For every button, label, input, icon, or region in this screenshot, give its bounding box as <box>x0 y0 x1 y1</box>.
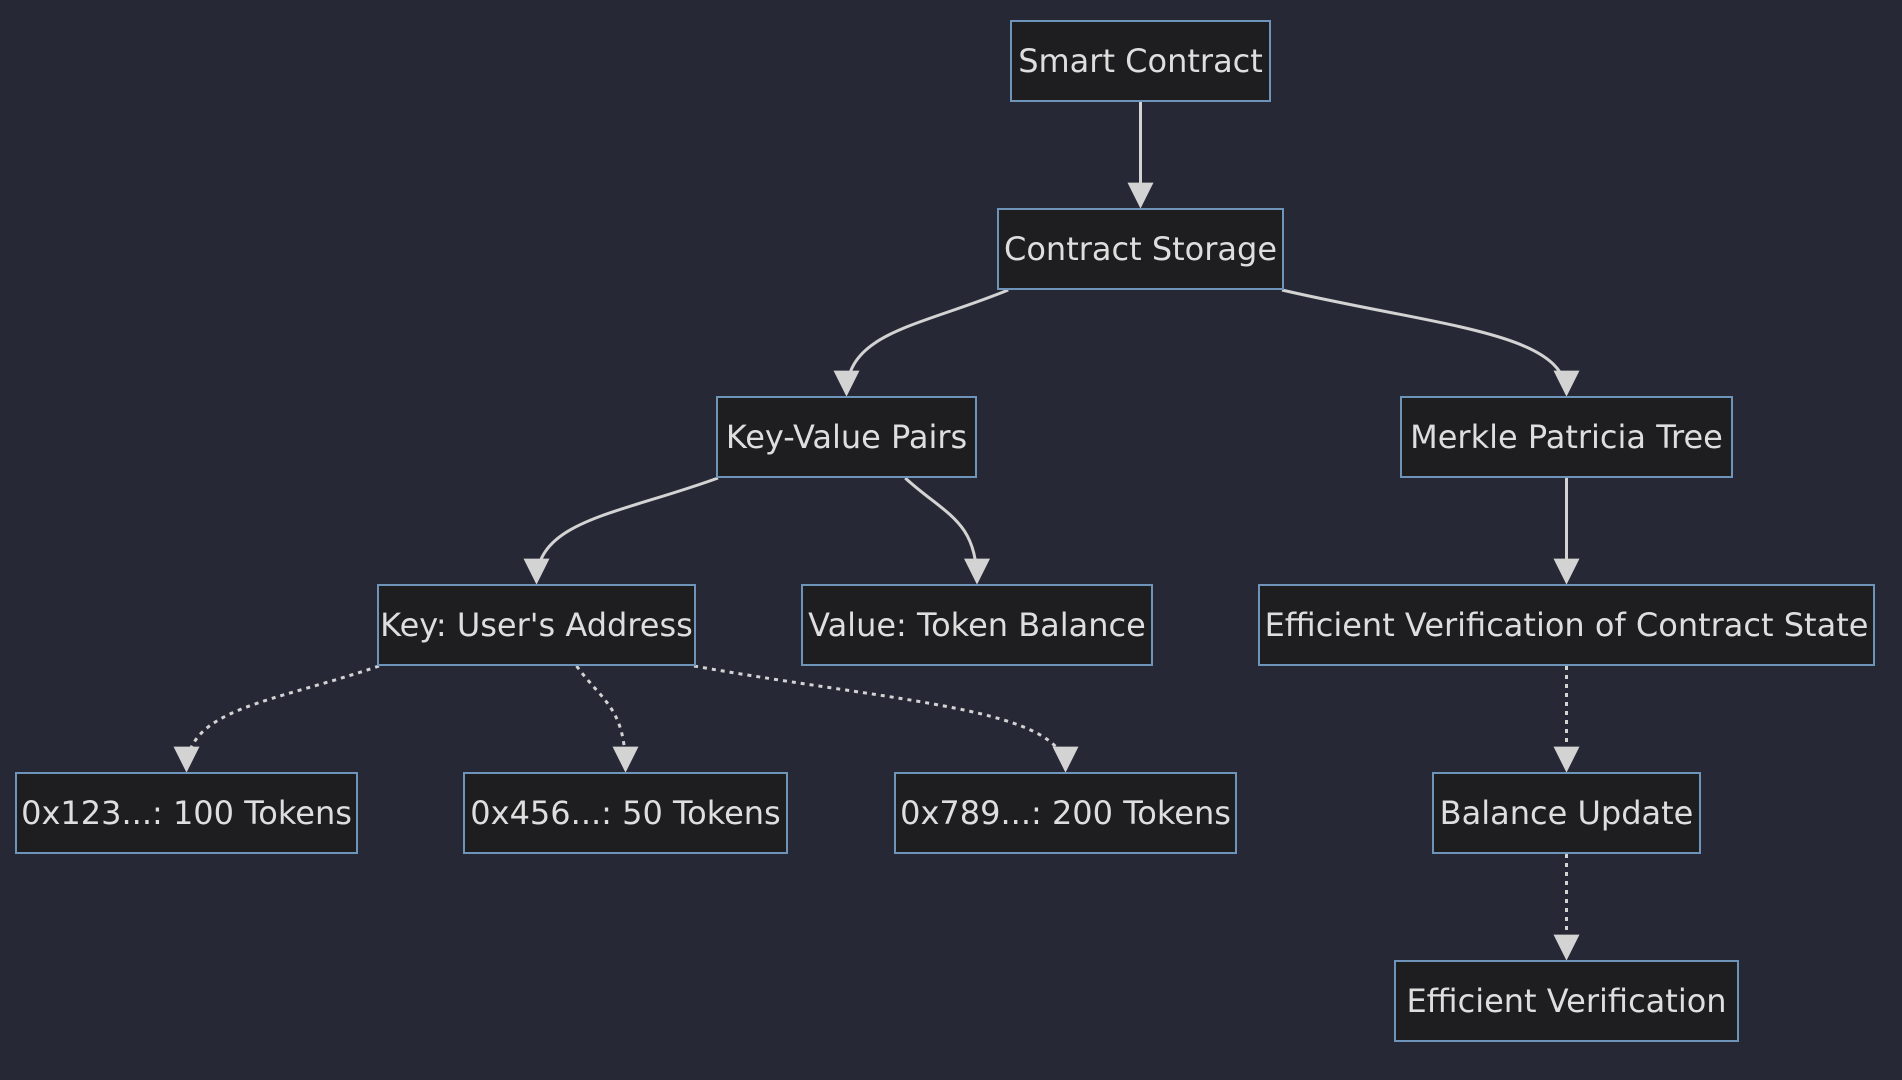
node-label: Merkle Patricia Tree <box>1410 418 1723 456</box>
node-label: 0x789...: 200 Tokens <box>900 794 1231 832</box>
node-label: Key-Value Pairs <box>725 418 968 456</box>
node-efficient-verification[interactable]: Efficient Verification <box>1394 960 1739 1042</box>
edge-contract_storage-to-key_value_pairs <box>833 288 1009 397</box>
node-contract-storage[interactable]: Contract Storage <box>997 208 1284 290</box>
node-smart-contract[interactable]: Smart Contract <box>1010 20 1271 102</box>
edge-key_users_address-to-addr_0x123 <box>173 664 380 773</box>
edge-key_value_pairs-to-key_users_address <box>523 476 719 585</box>
node-addr-0x123[interactable]: 0x123...: 100 Tokens <box>15 772 358 854</box>
edge-key_value_pairs-to-value_token_balance <box>904 476 990 585</box>
node-value-token-balance[interactable]: Value: Token Balance <box>801 584 1153 666</box>
node-key-value-pairs[interactable]: Key-Value Pairs <box>716 396 977 478</box>
node-label: Key: User's Address <box>380 606 693 644</box>
node-addr-0x789[interactable]: 0x789...: 200 Tokens <box>894 772 1237 854</box>
node-label: Contract Storage <box>1003 230 1278 268</box>
node-efficient-verification-state[interactable]: Efficient Verification of Contract State <box>1258 584 1875 666</box>
node-label: Balance Update <box>1439 794 1694 832</box>
edge-key_users_address-to-addr_0x456 <box>575 665 639 773</box>
node-balance-update[interactable]: Balance Update <box>1432 772 1701 854</box>
node-label: Smart Contract <box>1018 42 1263 80</box>
node-label: 0x456...: 50 Tokens <box>470 794 781 832</box>
node-label: Efficient Verification of Contract State <box>1264 606 1869 644</box>
node-label: 0x123...: 100 Tokens <box>21 794 352 832</box>
edge-key_users_address-to-addr_0x789 <box>693 664 1079 773</box>
node-merkle-patricia-tree[interactable]: Merkle Patricia Tree <box>1400 396 1733 478</box>
node-key-users-address[interactable]: Key: User's Address <box>377 584 696 666</box>
edge-contract_storage-to-merkle_patricia_tree <box>1281 288 1580 397</box>
node-label: Value: Token Balance <box>808 606 1146 644</box>
node-label: Efficient Verification <box>1406 982 1727 1020</box>
node-addr-0x456[interactable]: 0x456...: 50 Tokens <box>463 772 788 854</box>
